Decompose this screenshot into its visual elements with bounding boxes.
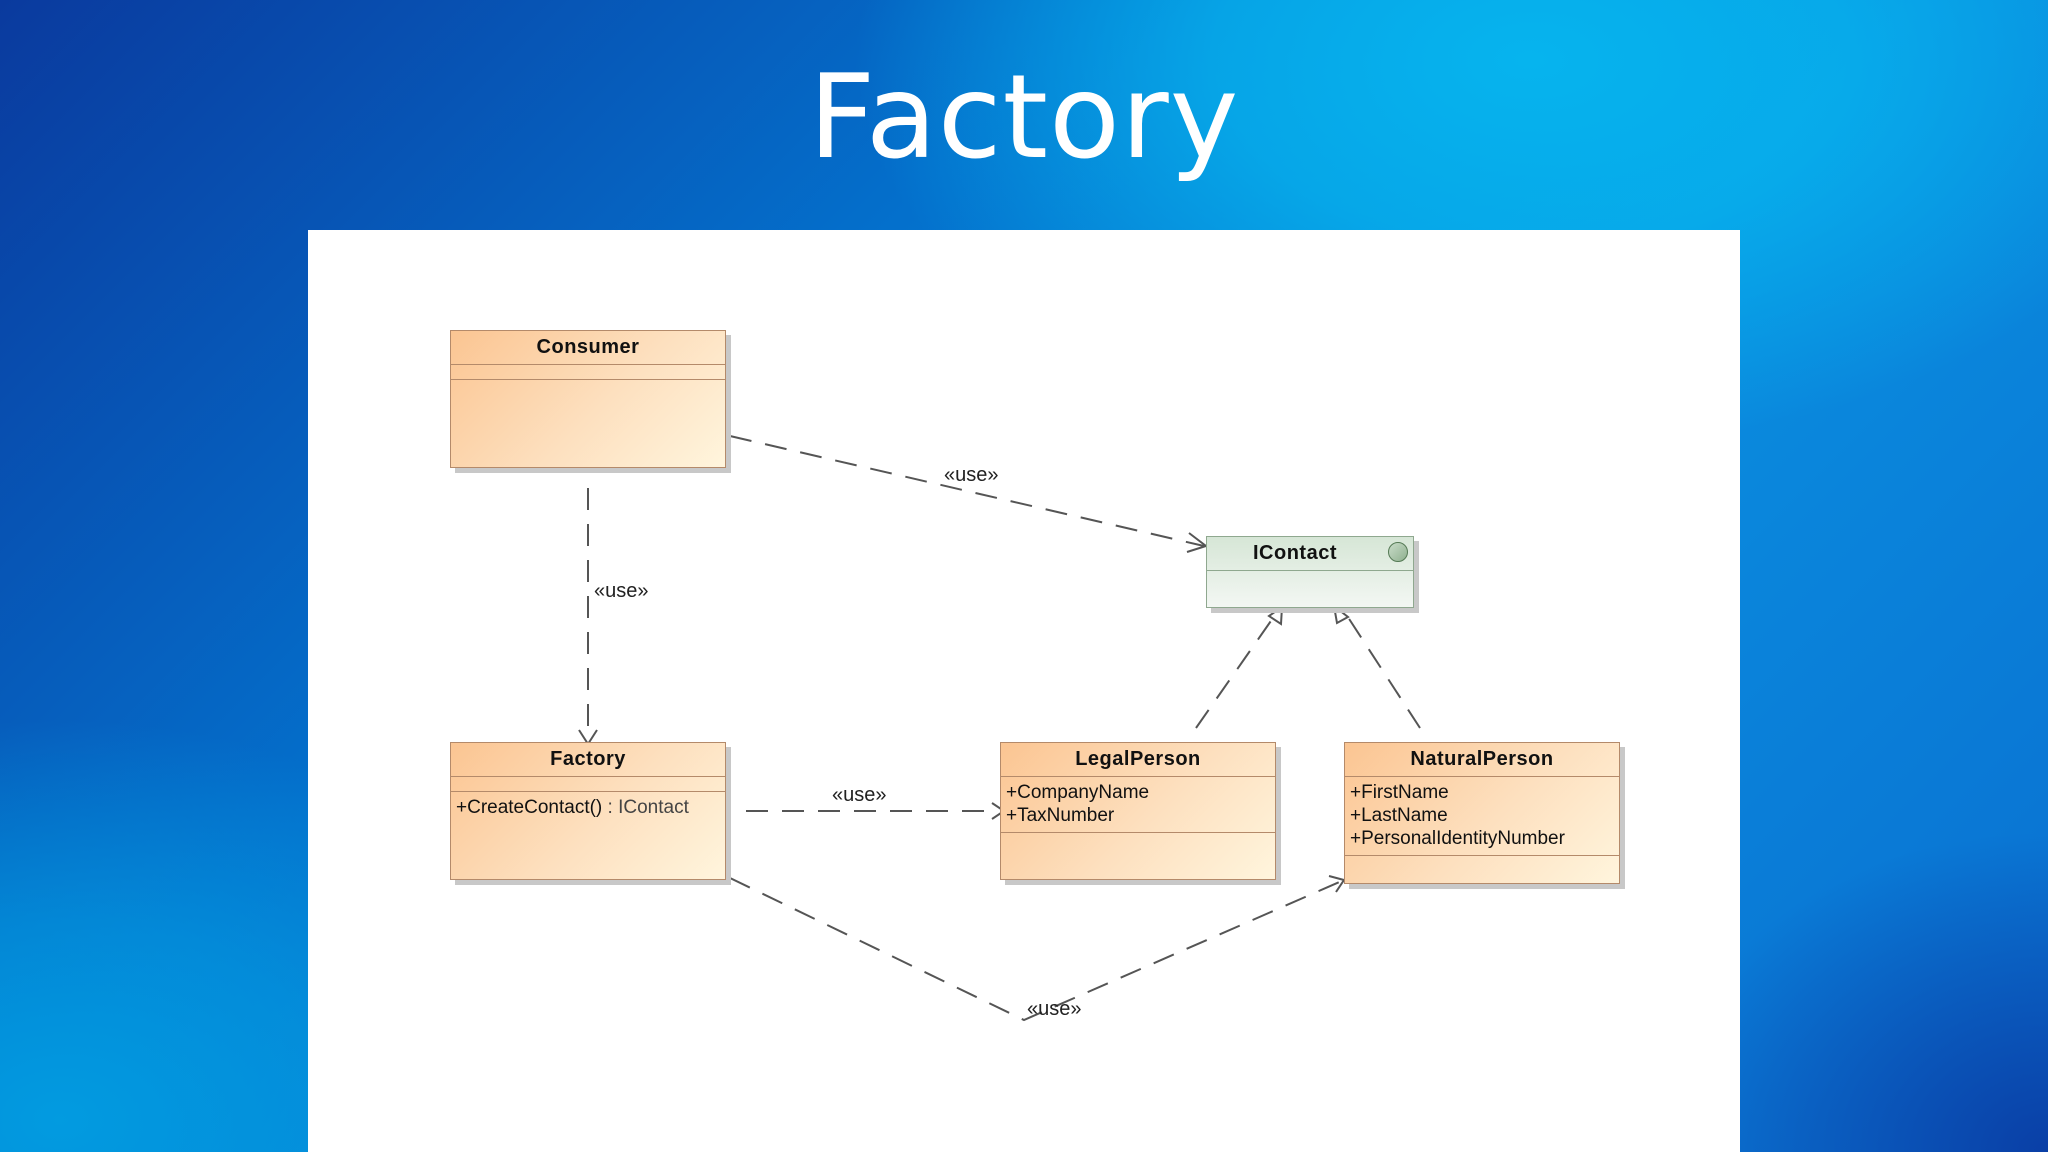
attributes-section	[451, 777, 725, 792]
attributes-section: +CompanyName +TaxNumber	[1001, 777, 1275, 833]
attribute: +TaxNumber	[1006, 805, 1115, 826]
edge-factory-naturalperson	[729, 877, 1345, 1022]
interface-icontact[interactable]: IContact	[1206, 536, 1414, 608]
attribute: +PersonalIdentityNumber	[1350, 828, 1565, 849]
label-use-consumer-icontact: «use»	[944, 464, 999, 486]
class-naturalperson[interactable]: NaturalPerson +FirstName +LastName +Pers…	[1344, 742, 1620, 884]
label-use-consumer-factory: «use»	[594, 580, 649, 602]
interface-circle-icon	[1388, 542, 1408, 562]
connectors: «use» «use» «use» «use»	[578, 435, 1421, 1022]
operation-return-type: : IContact	[607, 797, 689, 818]
class-consumer[interactable]: Consumer	[450, 330, 726, 468]
attribute: +CompanyName	[1006, 782, 1150, 803]
label-use-factory-naturalperson: «use»	[1027, 998, 1082, 1020]
attribute: +FirstName	[1350, 782, 1449, 803]
class-name: Consumer	[451, 331, 725, 365]
realization-head-legal	[1267, 605, 1284, 626]
diagram-canvas: «use» «use» «use» «use» Consumer IContac…	[308, 230, 1740, 1152]
class-name: LegalPerson	[1001, 743, 1275, 777]
class-legalperson[interactable]: LegalPerson +CompanyName +TaxNumber	[1000, 742, 1276, 880]
edge-consumer-icontact	[729, 435, 1205, 547]
class-factory[interactable]: Factory +CreateContact() : IContact	[450, 742, 726, 880]
realization-head-natural	[1332, 603, 1350, 625]
label-use-factory-legalperson: «use»	[832, 784, 887, 806]
edge-naturalperson-icontact	[1341, 607, 1421, 729]
class-name: Factory	[451, 743, 725, 777]
attributes-section	[1207, 571, 1413, 585]
class-name: NaturalPerson	[1345, 743, 1619, 777]
attributes-section	[451, 365, 725, 380]
edge-legalperson-icontact	[1195, 607, 1281, 729]
class-name: IContact	[1207, 537, 1413, 571]
attributes-section: +FirstName +LastName +PersonalIdentityNu…	[1345, 777, 1619, 856]
slide-title: Factory	[808, 50, 1240, 185]
operations-section: +CreateContact() : IContact	[451, 792, 725, 824]
attribute: +LastName	[1350, 805, 1448, 826]
operation-create-contact: +CreateContact()	[456, 797, 603, 818]
